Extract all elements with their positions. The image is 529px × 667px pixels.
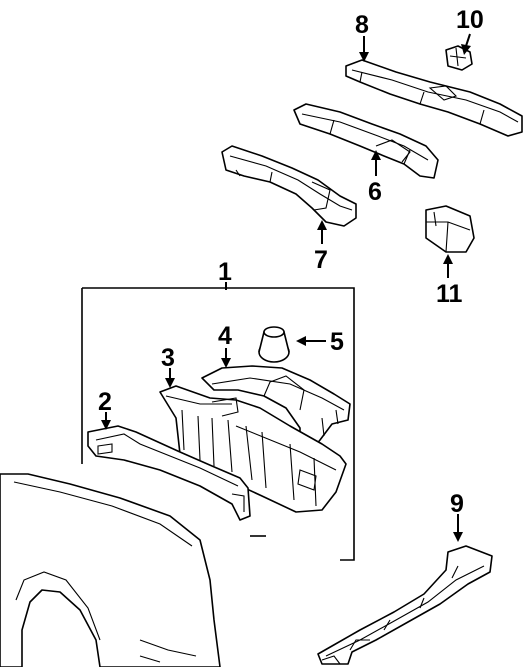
callout-4: 4 <box>218 322 232 350</box>
part-2-rail <box>87 425 251 521</box>
callout-8: 8 <box>355 11 369 39</box>
part-6-rail <box>293 103 439 179</box>
leaders <box>101 33 471 542</box>
part-7-rail <box>221 145 357 227</box>
part-9-crossmember <box>317 545 493 665</box>
callout-7: 7 <box>314 246 328 274</box>
callout-10: 10 <box>456 6 484 34</box>
callout-3: 3 <box>161 344 175 372</box>
callout-9: 9 <box>450 490 464 518</box>
callout-6: 6 <box>368 178 382 206</box>
part-4-panel <box>201 365 351 453</box>
part-5-pad <box>258 326 290 363</box>
callout-2: 2 <box>98 388 112 416</box>
callout-11: 11 <box>436 280 463 308</box>
callout-1: 1 <box>218 258 232 286</box>
part-8-rail <box>345 59 523 137</box>
assembly-1-box <box>81 287 355 561</box>
callout-5: 5 <box>330 328 344 356</box>
part-11-bracket <box>425 205 475 253</box>
quarter-panel <box>0 473 221 667</box>
